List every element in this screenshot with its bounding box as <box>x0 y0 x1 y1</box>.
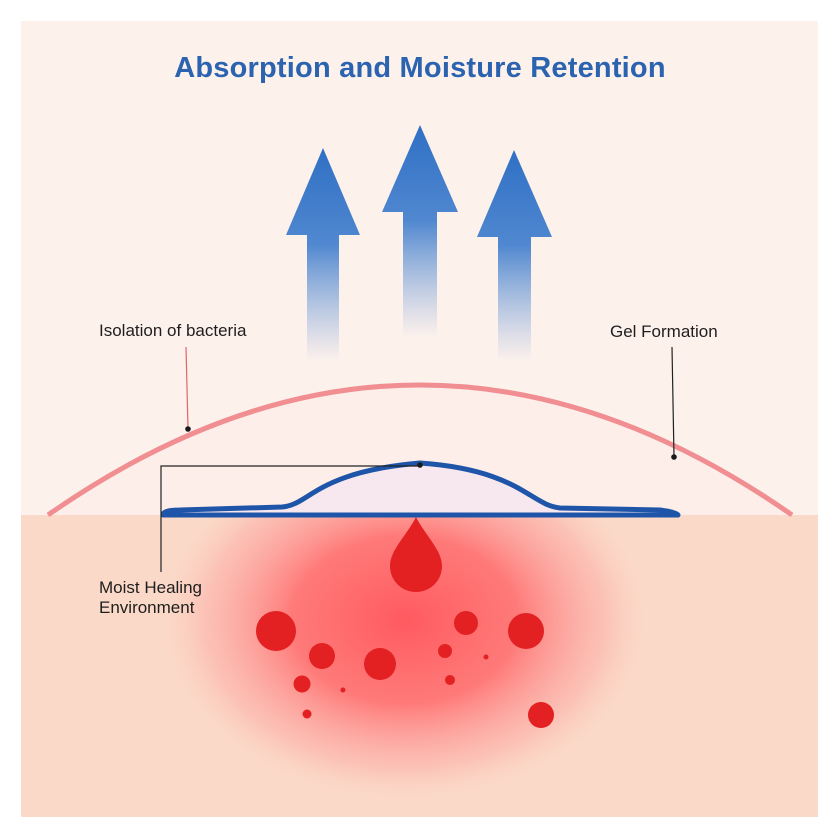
label-moist-line1: Moist Healing <box>99 578 202 597</box>
blood-cell <box>256 611 296 651</box>
up-arrow-icon <box>382 125 458 338</box>
up-arrow-icon <box>477 150 552 362</box>
blood-cell <box>302 709 312 719</box>
blood-cell <box>483 654 489 660</box>
arrow-right <box>477 150 552 362</box>
blood-cell <box>508 613 544 649</box>
blood-cells <box>256 611 554 728</box>
arrow-center <box>382 125 458 338</box>
wound-area <box>155 515 655 805</box>
blood-cell <box>438 644 452 658</box>
pointer-dot-isolation <box>185 426 191 432</box>
label-gel-formation: Gel Formation <box>610 322 718 341</box>
pointer-dot-moist <box>417 462 423 468</box>
label-isolation-of-bacteria: Isolation of bacteria <box>99 321 247 340</box>
diagram-title: Absorption and Moisture Retention <box>174 52 666 84</box>
blood-cell <box>454 611 478 635</box>
arrow-left <box>286 148 360 362</box>
blood-cell <box>528 702 554 728</box>
blood-drop-icon <box>390 517 442 592</box>
leader-isolation <box>185 346 189 430</box>
outer-membrane <box>46 382 794 518</box>
blood-cell <box>340 687 346 693</box>
label-moist-healing-environment: Moist Healing Environment <box>99 578 202 618</box>
pointer-dot-gel <box>671 454 677 460</box>
up-arrow-icon <box>286 148 360 362</box>
leader-gel <box>671 346 675 458</box>
label-moist-line2: Environment <box>99 598 195 617</box>
leader-moist <box>160 465 420 572</box>
blood-cell <box>445 675 455 685</box>
blood-cell <box>293 675 311 693</box>
blood-cell <box>309 643 335 669</box>
blood-cell <box>364 648 396 680</box>
